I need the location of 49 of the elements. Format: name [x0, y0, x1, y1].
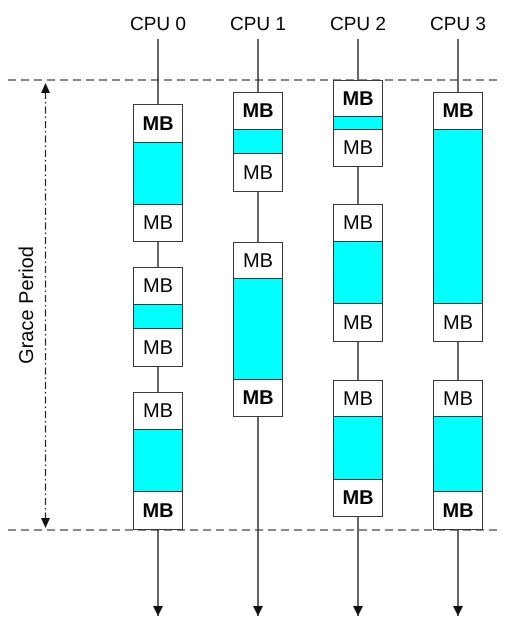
filled-block	[433, 130, 483, 304]
timeline-arrow	[353, 517, 363, 616]
barrier-box: MB	[333, 380, 383, 417]
timeline-line	[357, 342, 359, 380]
barrier-box: MB	[133, 392, 183, 430]
dimension-label: Grace Period	[16, 245, 38, 366]
timeline-arrow	[253, 417, 263, 616]
filled-block	[233, 130, 283, 154]
cpu-label: CPU 2	[330, 15, 386, 35]
timeline-line	[357, 39, 359, 80]
barrier-box: MB	[133, 492, 183, 530]
barrier-box: MB	[433, 304, 483, 342]
barrier-box: MB	[433, 92, 483, 130]
timeline-arrow	[453, 530, 463, 616]
barrier-box: MB	[133, 205, 183, 242]
timeline-line	[157, 242, 159, 267]
filled-block	[133, 430, 183, 492]
filled-block	[333, 242, 383, 304]
barrier-box: MB	[333, 130, 383, 167]
barrier-box: MB	[233, 154, 283, 192]
timeline-line	[257, 192, 259, 242]
barrier-box: MB	[233, 92, 283, 130]
timeline-line	[157, 367, 159, 392]
barrier-box: MB	[433, 380, 483, 417]
timeline-line	[357, 167, 359, 204]
filled-block	[133, 143, 183, 205]
cpu-label: CPU 3	[430, 15, 486, 35]
filled-block	[333, 417, 383, 480]
timeline-line	[457, 39, 459, 92]
barrier-box: MB	[233, 380, 283, 417]
timeline-line	[157, 39, 159, 104]
barrier-box: MB	[333, 204, 383, 242]
barrier-box: MB	[433, 492, 483, 530]
filled-block	[433, 417, 483, 492]
barrier-box: MB	[133, 267, 183, 305]
timeline-arrow	[153, 530, 163, 616]
barrier-box: MB	[333, 80, 383, 117]
barrier-box: MB	[333, 480, 383, 517]
timeline-line	[457, 342, 459, 380]
filled-block	[133, 305, 183, 329]
barrier-box: MB	[333, 304, 383, 342]
cpu-label: CPU 0	[130, 15, 186, 35]
cpu-label: CPU 1	[230, 15, 286, 35]
barrier-box: MB	[133, 104, 183, 143]
timeline-line	[257, 39, 259, 92]
barrier-box: MB	[233, 242, 283, 279]
barrier-box: MB	[133, 329, 183, 367]
filled-block	[233, 279, 283, 380]
filled-block	[333, 117, 383, 130]
